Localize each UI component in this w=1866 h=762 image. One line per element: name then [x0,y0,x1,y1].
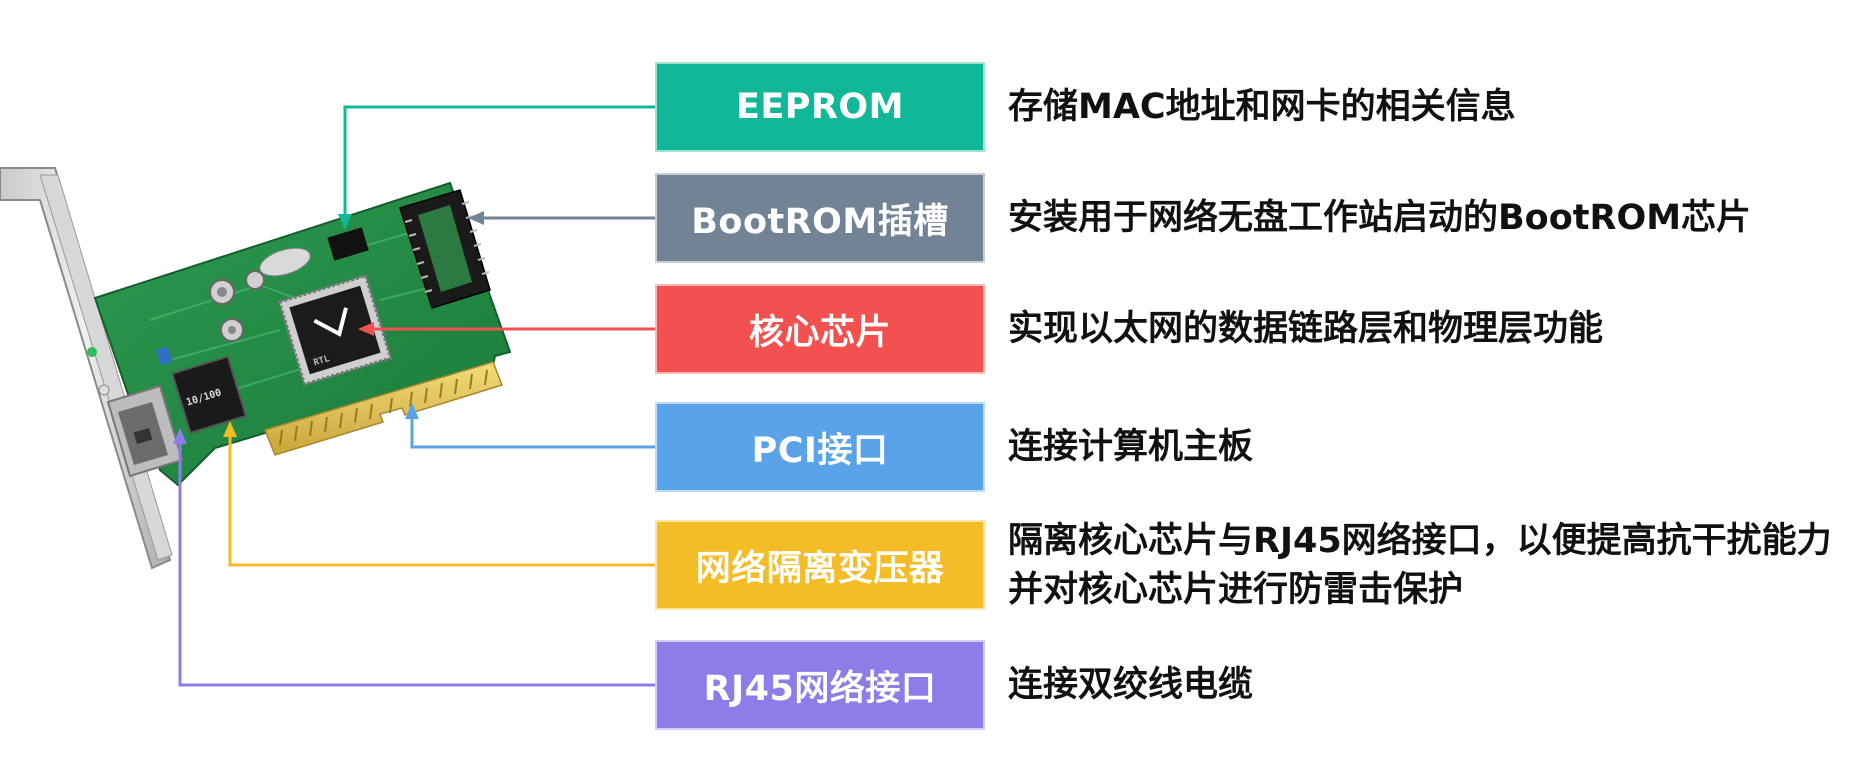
rj45-jack [106,384,184,478]
isolation-transformer: 10/100 [171,355,248,435]
eeprom-chip [259,227,369,277]
desc-core-chip: 实现以太网的数据链路层和物理层功能 [1008,309,1604,349]
label-core-chip: 核心芯片 [655,284,985,374]
desc-isolation-transformer: 隔离核心芯片与RJ45网络接口，以便提高抗干扰能力并对核心芯片进行防雷击保护 [1008,521,1832,610]
eeprom-callout-line [343,105,655,222]
desc-bootrom-slot: 安装用于网络无盘工作站启动的BootROM芯片 [1008,198,1752,238]
capacitors [155,270,265,366]
callout-lines [173,105,655,687]
label-isolation-transformer: 网络隔离变压器 [655,520,985,610]
label-eeprom: EEPROM [655,62,985,152]
label-pci-interface: PCI接口 [655,402,985,492]
pci-gold-fingers [263,361,503,456]
desc-rj45-interface: 连接双绞线电缆 [1008,665,1254,705]
core-chip-text: RTL [312,354,331,368]
rj45-callout-line [178,440,655,687]
core-chip: RTL [277,273,393,387]
pci-callout-line [410,415,655,449]
label-rj45-interface: RJ45网络接口 [655,640,985,730]
desc-eeprom: 存储MAC地址和网卡的相关信息 [1008,87,1516,127]
desc-pci-interface: 连接计算机主板 [1008,427,1254,467]
bootrom-socket [399,189,491,309]
transformer-callout-line [228,433,655,567]
label-bootrom-slot: BootROM插槽 [655,173,985,263]
